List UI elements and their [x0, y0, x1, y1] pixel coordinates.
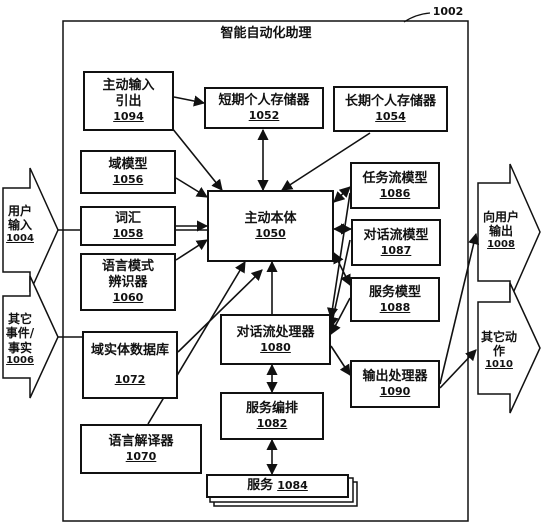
edge-domain-models-ontology: [175, 177, 208, 198]
node-number: 1072: [114, 373, 146, 387]
node-vocabulary: 词汇 1058: [80, 206, 176, 246]
input-events-label: 其它事件/事实 1006: [3, 312, 37, 367]
input-user-label: 用户输入 1004: [3, 204, 37, 245]
edge-lang-pattern-ontology: [175, 239, 208, 261]
node-domain-models: 域模型 1056: [80, 150, 176, 194]
node-label: 域模型: [108, 157, 148, 172]
node-dialog-flow-processor: 对话流处理器 1080: [220, 314, 331, 365]
node-label: 语言模式辨识器: [101, 258, 154, 291]
node-label: 词汇: [114, 211, 141, 226]
node-number: 1088: [379, 300, 411, 314]
node-label: 服务编排: [245, 401, 298, 416]
output-user-text: 向用户输出: [482, 210, 519, 239]
output-user-num: 1008: [487, 238, 515, 250]
node-active-ontology: 主动本体 1050: [207, 190, 334, 262]
output-actions-text: 其它动作: [481, 330, 518, 359]
node-number: 1084: [277, 479, 308, 493]
edge-task-flow-dialog-processor: [326, 192, 351, 320]
node-number: 1052: [248, 109, 280, 123]
node-label: 短期个人存储器: [218, 93, 310, 108]
node-label: 语言解译器: [108, 434, 174, 449]
node-services: 服务 1084: [206, 474, 349, 498]
node-active-input-elicitation: 主动输入引出 1094: [83, 71, 174, 131]
input-arrow-events: [2, 275, 59, 399]
node-number: 1060: [112, 291, 144, 305]
node-label: 长期个人存储器: [344, 94, 436, 109]
input-user-num: 1004: [6, 232, 34, 244]
node-number: 1054: [375, 110, 406, 124]
node-service-models: 服务模型 1088: [350, 277, 440, 322]
system-boundary: [62, 20, 469, 522]
node-label: 主动输入引出: [102, 77, 155, 110]
node-domain-entity-database: 域实体数据库 1072: [82, 331, 178, 399]
node-label: 任务流模型: [362, 170, 428, 186]
input-events-text: 其它事件/事实: [5, 312, 35, 355]
edge-output-to-user: [439, 232, 480, 385]
edge-long-term-ontology: [281, 132, 371, 191]
node-number: 1050: [255, 227, 286, 241]
input-user-text: 用户输入: [7, 204, 32, 233]
output-actions-num: 1010: [485, 358, 513, 370]
edge-service-model-dialog-processor: [330, 297, 351, 335]
node-service-orchestration: 服务编排 1082: [220, 392, 324, 440]
node-number: 1086: [379, 186, 411, 200]
system-title: 智能自动化助理: [220, 26, 312, 41]
node-label: 对话流处理器: [236, 324, 315, 340]
node-label: 主动本体: [244, 211, 297, 226]
node-number: 1090: [379, 385, 411, 399]
output-user-label: 向用户输出 1008: [481, 210, 521, 251]
edge-db-ontology: [177, 269, 263, 353]
edge-dialog-model-dialog-processor: [327, 239, 351, 329]
node-number: 1087: [380, 243, 412, 257]
node-number: 1094: [113, 110, 144, 124]
node-language-interpreter: 语言解译器 1070: [80, 424, 202, 474]
output-arrow-user: [477, 163, 541, 301]
node-number: 1082: [256, 417, 288, 431]
output-actions-label: 其它动作 1010: [481, 330, 517, 371]
input-events-num: 1006: [6, 355, 34, 367]
node-number: 1070: [125, 450, 157, 464]
system-ref: 1002: [432, 5, 464, 18]
node-output-processor: 输出处理器 1090: [350, 360, 440, 408]
node-task-flow-models: 任务流模型 1086: [350, 162, 440, 209]
node-long-term-memory: 长期个人存储器 1054: [333, 86, 448, 132]
edge-ontology-service-model: [333, 251, 351, 287]
edge-active-io-short-term: [173, 95, 206, 107]
node-dialog-flow-models: 对话流模型 1087: [351, 219, 441, 266]
input-arrow-user: [2, 167, 59, 293]
edge-dialog-processor-output: [330, 345, 351, 376]
node-label: 对话流模型: [363, 227, 429, 243]
node-label: 域实体数据库: [90, 343, 169, 358]
system-ref-leader: [403, 12, 431, 23]
edge-ontology-task-flow: [333, 186, 351, 203]
node-short-term-memory: 短期个人存储器 1052: [204, 87, 324, 129]
node-label: 服务: [247, 477, 274, 493]
output-arrow-actions: [477, 282, 541, 414]
node-label: 输出处理器: [362, 369, 428, 384]
edge-active-io-ontology: [171, 127, 223, 191]
node-number: 1058: [112, 227, 144, 241]
edge-output-to-actions: [439, 349, 477, 389]
node-label: 服务模型: [368, 284, 421, 300]
node-language-pattern-recognizer: 语言模式辨识器 1060: [80, 253, 176, 311]
node-number: 1080: [260, 340, 291, 354]
node-number: 1056: [112, 173, 144, 187]
